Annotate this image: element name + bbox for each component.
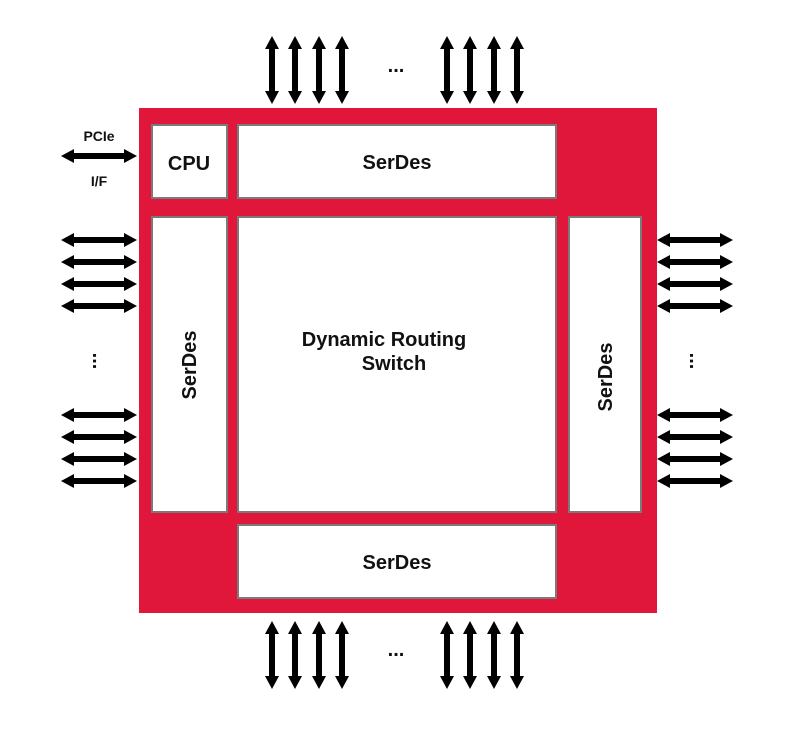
bottom-arrow-icon [510,621,524,689]
right-ellipsis: ... [685,353,707,370]
bottom-arrow-icon [335,621,349,689]
left-arrows: ... [61,233,137,488]
bottom-arrow-icon [440,621,454,689]
top-arrow-icon [312,36,326,104]
bottom-arrow-icon [265,621,279,689]
switch-label-line2: Switch [362,353,426,375]
right-arrow-icon [657,408,733,422]
serdes-right-block: SerDes [568,216,642,513]
left-ellipsis: ... [88,353,110,370]
serdes-bottom-label: SerDes [363,552,432,574]
right-arrow-icon [657,255,733,269]
bottom-arrows: ... [265,621,524,689]
pcie-if-label: I/F [91,173,108,189]
switch-label-line1: Dynamic Routing [302,329,466,351]
pcie-label: PCIe [83,128,114,144]
left-arrow-icon [61,474,137,488]
top-arrow-icon [335,36,349,104]
top-arrow-icon [487,36,501,104]
right-arrows: ... [657,233,733,488]
top-arrow-icon [510,36,524,104]
bottom-arrow-icon [312,621,326,689]
left-arrow-icon [61,430,137,444]
left-arrow-icon [61,233,137,247]
cpu-label: CPU [168,153,210,175]
bottom-ellipsis: ... [388,639,405,661]
right-arrow-icon [657,277,733,291]
serdes-bottom-block: SerDes [237,524,557,599]
left-arrow-icon [61,277,137,291]
right-arrow-icon [657,452,733,466]
top-arrows: ... [265,36,524,104]
bottom-arrow-icon [487,621,501,689]
top-arrow-icon [440,36,454,104]
top-arrow-icon [288,36,302,104]
right-arrow-icon [657,474,733,488]
top-ellipsis: ... [388,55,405,77]
pcie-arrow-icon [61,149,137,163]
right-arrow-icon [657,233,733,247]
left-arrow-icon [61,408,137,422]
serdes-left-label: SerDes [179,331,201,400]
cpu-block: CPU [151,124,228,199]
bottom-arrow-icon [288,621,302,689]
left-arrow-icon [61,299,137,313]
serdes-right-label: SerDes [595,343,617,412]
right-arrow-icon [657,430,733,444]
dynamic-routing-switch-block: Dynamic Routing Switch [237,216,557,513]
pcie-interface: PCIe I/F [61,128,137,189]
serdes-top-label: SerDes [363,152,432,174]
right-arrow-icon [657,299,733,313]
serdes-top-block: SerDes [237,124,557,199]
top-arrow-icon [265,36,279,104]
bottom-arrow-icon [463,621,477,689]
top-arrow-icon [463,36,477,104]
left-arrow-icon [61,452,137,466]
serdes-left-block: SerDes [151,216,228,513]
left-arrow-icon [61,255,137,269]
